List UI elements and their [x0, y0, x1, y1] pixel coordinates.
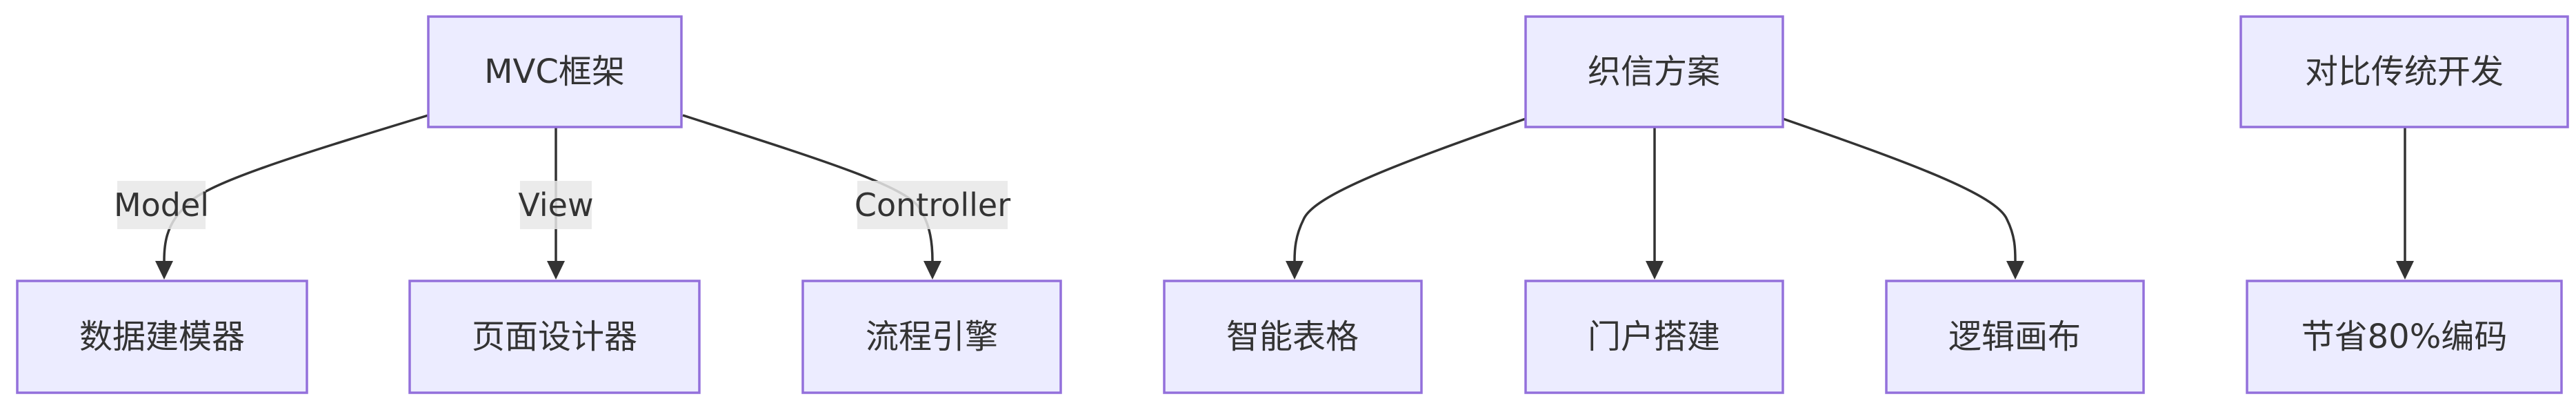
- edge-label-view: View: [518, 181, 594, 229]
- node-portal: 门户搭建: [1524, 280, 1784, 394]
- node-mvc: MVC框架: [427, 15, 683, 128]
- node-smart-table-label: 智能表格: [1226, 318, 1359, 356]
- edges: [155, 114, 2414, 280]
- node-zhixin-label: 织信方案: [1588, 52, 1720, 91]
- edge-label-view-text: View: [518, 186, 593, 224]
- node-compare-label: 对比传统开发: [2305, 52, 2504, 91]
- edge-label-model-text: Model: [114, 186, 209, 224]
- arrow-page-designer: [547, 261, 565, 280]
- node-save-code-label: 节省80%编码: [2302, 318, 2508, 356]
- edge-zhixin-to-logic-canvas: [1782, 117, 2017, 262]
- node-logic-canvas: 逻辑画布: [1885, 280, 2145, 394]
- node-flow-engine-label: 流程引擎: [866, 318, 998, 356]
- arrow-logic-canvas: [2006, 261, 2024, 280]
- arrow-save-code: [2396, 261, 2414, 280]
- arrow-portal: [1646, 261, 1664, 280]
- arrow-flow-engine: [923, 261, 941, 280]
- edge-zhixin-to-smart-table: [1293, 117, 1526, 262]
- node-smart-table: 智能表格: [1163, 280, 1423, 394]
- edge-label-controller-text: Controller: [855, 186, 1010, 224]
- arrow-data-modeler: [155, 261, 173, 280]
- node-mvc-label: MVC框架: [484, 52, 625, 91]
- node-flow-engine: 流程引擎: [801, 280, 1062, 394]
- edge-label-model: Model: [114, 181, 209, 229]
- node-portal-label: 门户搭建: [1588, 318, 1720, 356]
- node-data-modeler-label: 数据建模器: [79, 318, 245, 356]
- node-zhixin: 织信方案: [1524, 15, 1784, 128]
- node-page-designer: 页面设计器: [408, 280, 701, 394]
- node-logic-canvas-label: 逻辑画布: [1948, 318, 2081, 356]
- node-compare: 对比传统开发: [2239, 15, 2569, 128]
- arrow-smart-table: [1286, 261, 1304, 280]
- edge-label-controller: Controller: [855, 181, 1010, 229]
- node-save-code: 节省80%编码: [2246, 280, 2563, 394]
- node-page-designer-label: 页面设计器: [472, 318, 637, 356]
- node-data-modeler: 数据建模器: [16, 280, 308, 394]
